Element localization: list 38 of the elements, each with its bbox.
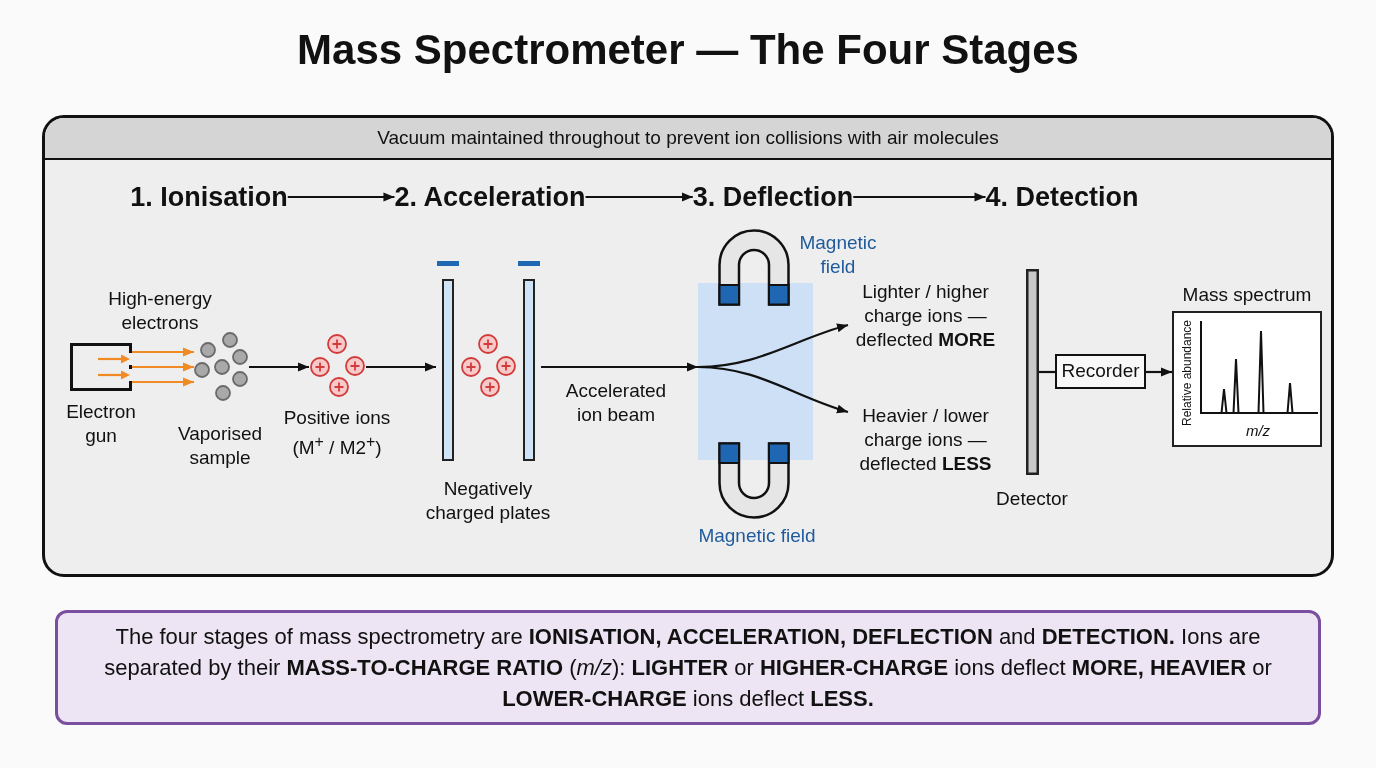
component-label: Detector	[995, 487, 1069, 511]
panel-heading: Vacuum maintained throughout to prevent ion collisions with air molecules	[45, 118, 1331, 160]
horseshoe-magnet	[718, 442, 790, 519]
axis-label: Relative abundance	[1180, 319, 1194, 427]
stage-heading: 4. Detection	[985, 180, 1139, 214]
recorder-unit: Recorder	[1055, 354, 1146, 389]
arrow	[366, 362, 436, 372]
deflection-note: Heavier / lower charge ions — deflected LESS	[848, 404, 1003, 476]
arrow	[249, 362, 309, 372]
stage-heading: 2. Acceleration	[394, 180, 586, 214]
arrow	[132, 347, 194, 357]
field-label: Magnetic field	[798, 231, 878, 279]
arrow	[132, 362, 194, 372]
electron-gun	[70, 343, 132, 391]
apparatus-panel	[42, 115, 1334, 577]
arrow	[1146, 367, 1172, 377]
deflection-note: Lighter / higher charge ions — deflected MORE	[848, 280, 1003, 352]
arrow	[132, 377, 194, 387]
connector-line	[1039, 370, 1055, 374]
arrow	[584, 192, 694, 202]
positive-ions	[309, 333, 366, 398]
axis-label: m/z	[1245, 423, 1271, 439]
arrow	[852, 192, 987, 202]
component-label: Negatively charged plates	[424, 477, 552, 525]
summary-caption: The four stages of mass spectrometry are IONISATION, ACCELERATION, DEFLECTION and DETECTION. Ions are separated by their MASS-TO-CHARGE RATIO (m/z): LIGHTER or HIGHER-CHARGE ions deflect MORE, HEAVIER or LOWER-CHARGE ions deflect LESS.	[55, 610, 1321, 725]
stage-heading: 1. Ionisation	[130, 180, 288, 214]
arrow	[541, 362, 698, 372]
sample-particles	[194, 332, 249, 402]
component-label: Electron gun	[65, 400, 137, 448]
component-label: Vaporised sample	[176, 422, 264, 470]
detector-bar	[1026, 269, 1039, 475]
arrow	[286, 192, 396, 202]
stage-heading: 3. Deflection	[692, 180, 854, 214]
curved-arrow	[697, 365, 849, 414]
field-label: Magnetic field	[697, 524, 817, 548]
diagram-title: Mass Spectrometer — The Four Stages	[297, 25, 1079, 75]
component-label: Positive ions (M$^{+}$ / M2$^{+}$)	[282, 406, 392, 461]
chart-title: Mass spectrum	[1182, 283, 1312, 307]
